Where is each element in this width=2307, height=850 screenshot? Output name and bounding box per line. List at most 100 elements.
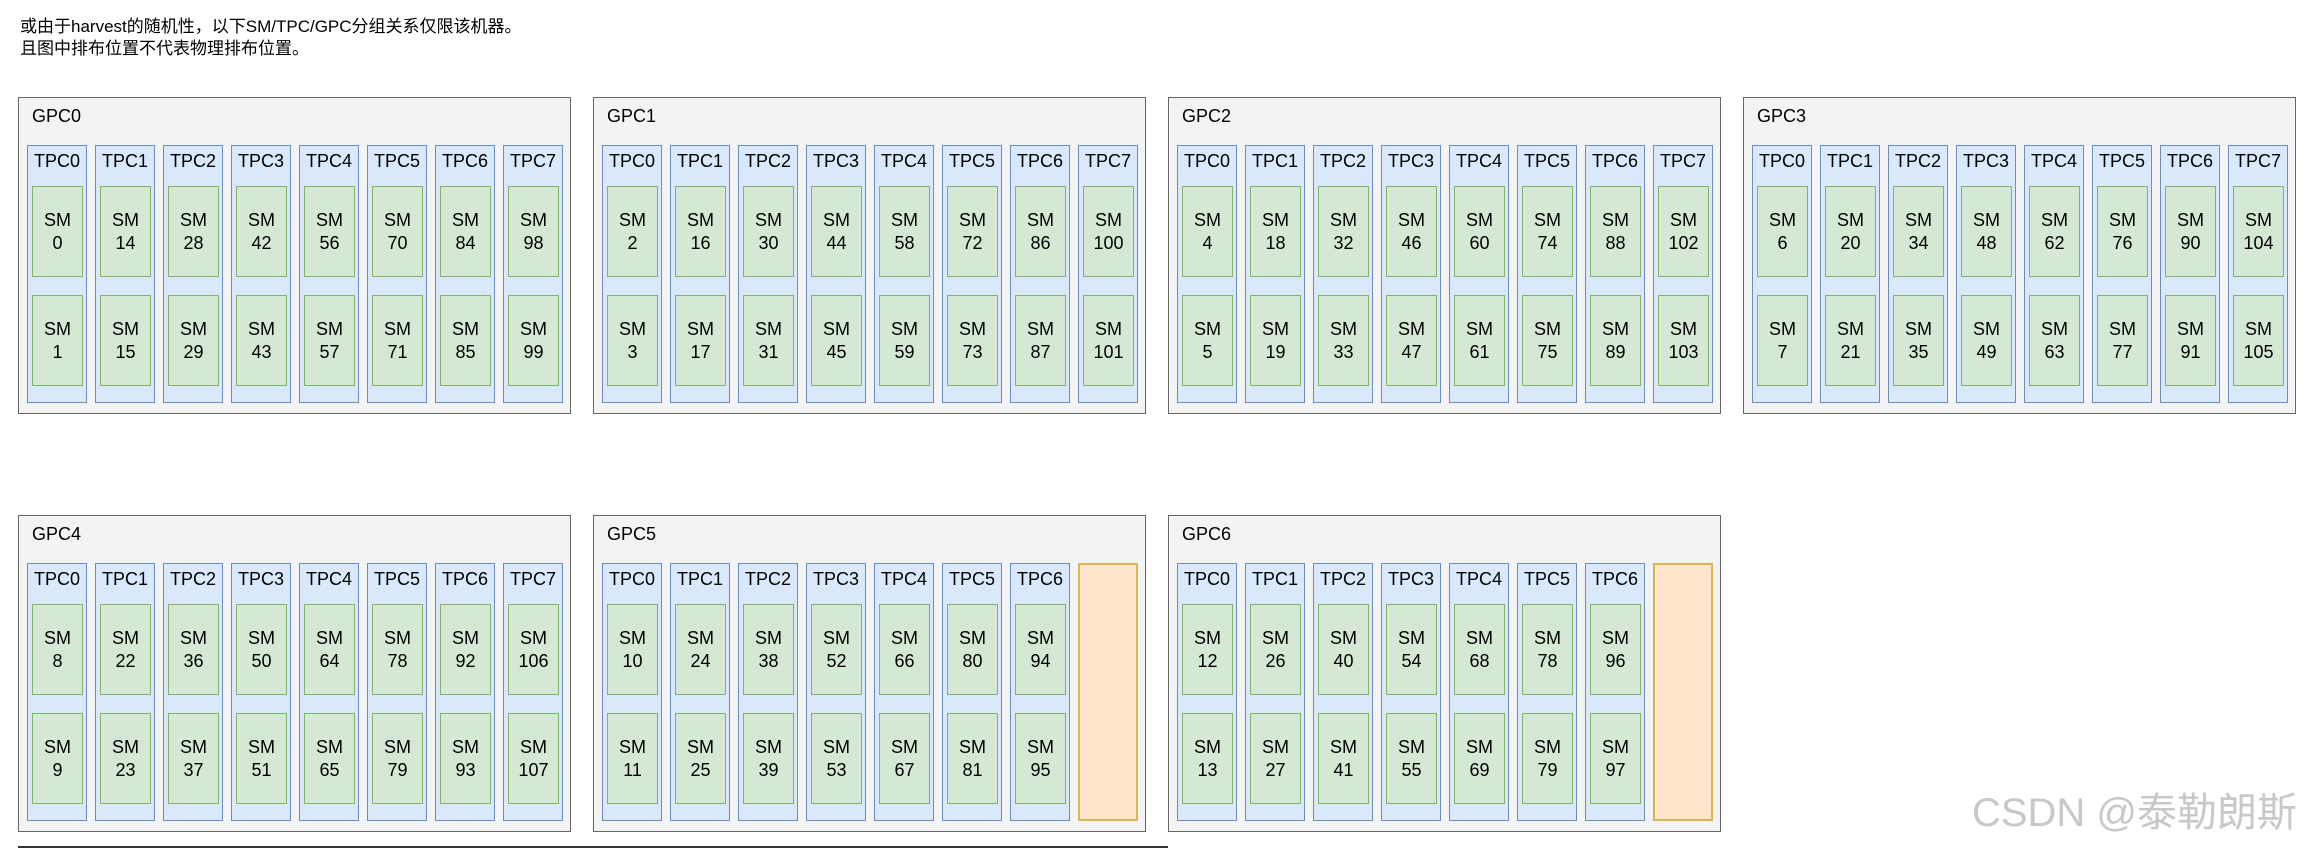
sm-id: 61 <box>1469 341 1490 362</box>
sm-id: 8 <box>52 650 63 671</box>
tpc-label: TPC4 <box>880 151 927 171</box>
sm-id: 49 <box>1976 341 1997 362</box>
empty-tpc-slot <box>1653 563 1713 821</box>
sm-id: 4 <box>1202 232 1213 253</box>
sm-label: SM <box>1262 209 1289 230</box>
sm-label: SM <box>1398 318 1425 339</box>
sm-id: 3 <box>627 341 638 362</box>
empty-tpc-slot <box>1078 563 1138 821</box>
sm-id: 24 <box>690 650 711 671</box>
sm-id: 12 <box>1197 650 1218 671</box>
sm-id: 59 <box>894 341 915 362</box>
sm-id: 47 <box>1401 341 1422 362</box>
sm-label: SM <box>1534 627 1561 648</box>
sm-label: SM <box>1095 318 1122 339</box>
sm-id: 66 <box>894 650 915 671</box>
gpc-title: GPC1 <box>607 106 657 126</box>
gpc-title: GPC4 <box>32 524 82 544</box>
tpc-label: TPC1 <box>676 569 723 589</box>
sm-label: SM <box>823 627 850 648</box>
sm-id: 0 <box>52 232 63 253</box>
sm-label: SM <box>1027 736 1054 757</box>
sm-label: SM <box>452 627 479 648</box>
tpc-label: TPC0 <box>1758 151 1805 171</box>
note-line-1: 或由于harvest的随机性，以下SM/TPC/GPC分组关系仅限该机器。 <box>20 17 522 36</box>
sm-label: SM <box>891 736 918 757</box>
sm-id: 70 <box>387 232 408 253</box>
sm-id: 18 <box>1265 232 1286 253</box>
sm-label: SM <box>1602 318 1629 339</box>
sm-label: SM <box>1194 318 1221 339</box>
sm-id: 100 <box>1093 232 1124 253</box>
sm-id: 79 <box>387 759 408 780</box>
sm-id: 90 <box>2180 232 2201 253</box>
tpc-label: TPC1 <box>676 151 723 171</box>
sm-label: SM <box>520 318 547 339</box>
sm-label: SM <box>248 736 275 757</box>
sm-id: 54 <box>1401 650 1422 671</box>
sm-id: 28 <box>183 232 204 253</box>
tpc-label: TPC5 <box>2098 151 2145 171</box>
tpc-label: TPC6 <box>1591 569 1638 589</box>
sm-label: SM <box>452 318 479 339</box>
tpc-label: TPC4 <box>305 569 352 589</box>
sm-id: 31 <box>758 341 779 362</box>
sm-id: 40 <box>1333 650 1354 671</box>
sm-id: 30 <box>758 232 779 253</box>
sm-label: SM <box>180 736 207 757</box>
sm-label: SM <box>619 627 646 648</box>
sm-label: SM <box>44 318 71 339</box>
bottom-divider <box>18 846 1168 848</box>
sm-id: 6 <box>1777 232 1788 253</box>
sm-id: 5 <box>1202 341 1213 362</box>
sm-id: 72 <box>962 232 983 253</box>
sm-id: 29 <box>183 341 204 362</box>
sm-label: SM <box>1095 209 1122 230</box>
sm-id: 67 <box>894 759 915 780</box>
tpc-label: TPC7 <box>509 151 556 171</box>
sm-id: 50 <box>251 650 272 671</box>
sm-id: 88 <box>1605 232 1626 253</box>
sm-label: SM <box>2177 209 2204 230</box>
sm-label: SM <box>384 209 411 230</box>
sm-id: 46 <box>1401 232 1422 253</box>
sm-label: SM <box>755 318 782 339</box>
sm-id: 35 <box>1908 341 1929 362</box>
sm-id: 20 <box>1840 232 1861 253</box>
sm-id: 45 <box>826 341 847 362</box>
sm-label: SM <box>1769 318 1796 339</box>
tpc-label: TPC6 <box>441 151 488 171</box>
sm-label: SM <box>959 209 986 230</box>
sm-label: SM <box>2245 209 2272 230</box>
